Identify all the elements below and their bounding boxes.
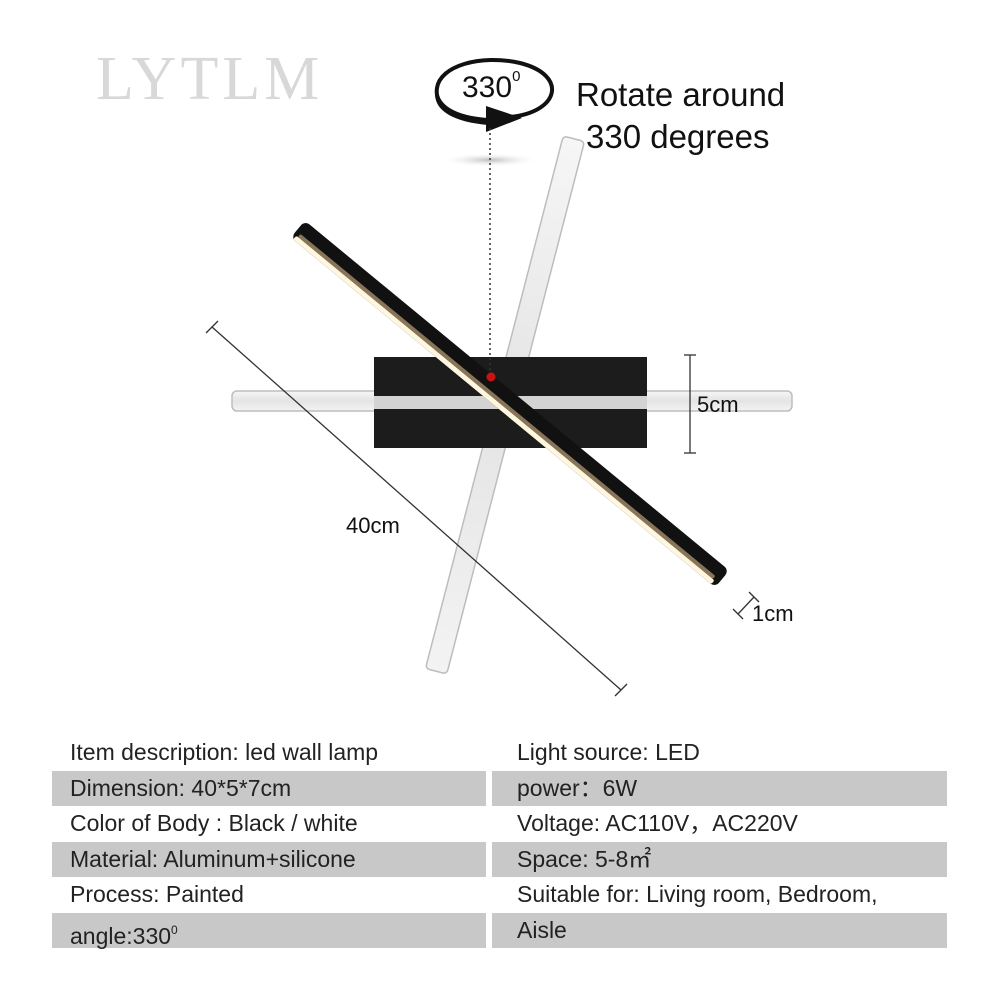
pivot-dot <box>486 372 496 382</box>
spec-row: Process: Painted Suitable for: Living ro… <box>52 877 947 913</box>
spec-row: Item description: led wall lamp Light so… <box>52 735 947 771</box>
height-measure-line <box>684 354 696 454</box>
brand-watermark: LYTLM <box>96 45 324 113</box>
spec-row: Color of Body : Black / white Voltage: A… <box>52 806 947 842</box>
spec-cell-right: Light source: LED <box>517 739 700 765</box>
rotate-caption: Rotate around 330 degrees <box>576 74 785 158</box>
rotate-angle-badge: 3300 <box>462 68 521 104</box>
spec-row: Dimension: 40*5*7cm power：6W <box>52 770 947 806</box>
spec-row: Material: Aluminum+silicone Space: 5-8㎡ <box>52 841 947 877</box>
rotate-arrow-icon <box>434 58 554 132</box>
spec-cell-right: Voltage: AC110V，AC220V <box>517 810 798 836</box>
lamp-illustration <box>205 58 793 697</box>
spec-cell-right: Aisle <box>492 912 947 948</box>
spec-cell-right: Space: 5-8㎡ <box>492 841 947 877</box>
spec-cell-left: Item description: led wall lamp <box>70 739 379 765</box>
spec-cell-right: power：6W <box>492 770 947 806</box>
spec-cell-left: Color of Body : Black / white <box>70 810 358 836</box>
thickness-measure-line <box>732 591 760 620</box>
rotate-caption-line1: Rotate around <box>576 76 786 113</box>
rotate-caption-line2: 330 degrees <box>586 118 770 155</box>
lamp-bar <box>293 223 727 585</box>
spec-table: Item description: led wall lamp Light so… <box>52 735 947 949</box>
length-label: 40cm <box>346 513 400 538</box>
spec-cell-left: Material: Aluminum+silicone <box>52 841 486 877</box>
spec-cell-left: angle:3300 <box>52 912 486 949</box>
length-measure-line <box>205 320 628 697</box>
spec-cell-right: Suitable for: Living room, Bedroom, <box>517 881 878 907</box>
spec-row: angle:3300 Aisle <box>52 912 947 949</box>
spec-cell-left: Process: Painted <box>70 881 244 907</box>
thickness-label: 1cm <box>752 601 794 626</box>
height-label: 5cm <box>697 392 739 417</box>
spec-cell-left: Dimension: 40*5*7cm <box>52 770 486 806</box>
